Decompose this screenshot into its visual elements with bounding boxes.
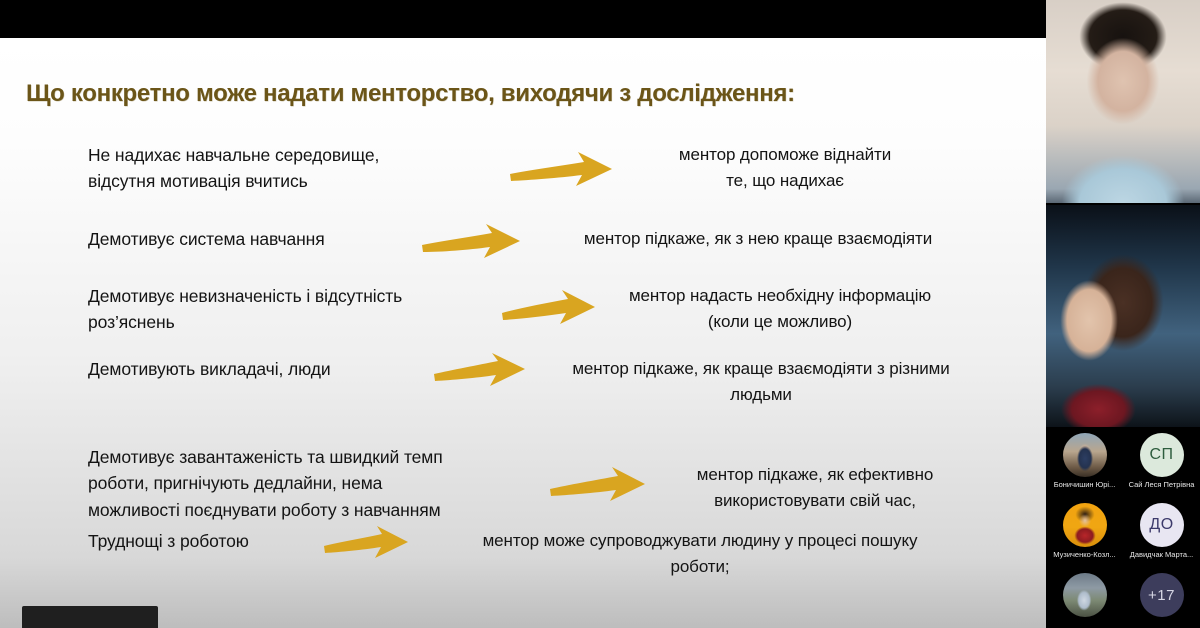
participant-tile[interactable]: Музиченко-Козл...: [1046, 499, 1123, 569]
row-left-line: Демотивують викладачі, люди: [88, 359, 331, 379]
row-right-line: ментор допоможе віднайти: [678, 145, 892, 164]
row-right-line: використовувати свій час,: [714, 491, 916, 511]
row-left-line: Труднощі з роботою: [88, 531, 249, 551]
video-tile-speaker-2[interactable]: [1046, 205, 1200, 427]
presentation-slide: Що конкретно може надати менторство, вих…: [0, 38, 1046, 628]
letterbox-top: [0, 0, 1046, 38]
participant-thumbnail-grid: Боничишин Юрі... СП Сай Леся Петрівна Му…: [1046, 429, 1200, 628]
row-right-line: (коли це можливо): [707, 312, 853, 332]
participant-name: Боничишин Юрі...: [1053, 480, 1116, 489]
row-left-text: Труднощі з роботою: [88, 528, 318, 554]
participant-name: Сай Леся Петрівна: [1128, 480, 1195, 489]
participants-rail: Боничишин Юрі... СП Сай Леся Петрівна Му…: [1046, 0, 1200, 628]
screen-share-stage[interactable]: Що конкретно може надати менторство, вих…: [0, 0, 1046, 628]
avatar-initials: СП: [1139, 433, 1184, 477]
row-left-line: роз’яснень: [88, 312, 175, 333]
row-right-text: ментор підкаже, як краще взаємодіяти з р…: [536, 356, 986, 409]
row-right-line: ментор підкаже, як краще взаємодіяти з р…: [572, 359, 950, 378]
row-right-line: ментор підкаже, як з нею краще взаємодія…: [583, 229, 933, 248]
row-right-text: ментор підкаже, як з нею краще взаємодія…: [528, 226, 988, 252]
row-right-text: ментор може супроводжувати людину у проц…: [420, 528, 980, 581]
participant-tile[interactable]: ДО Давидчак Марта...: [1123, 499, 1200, 569]
row-right-text: ментор допоможе віднайти те, що надихає: [620, 142, 950, 195]
arrow-right-icon: [432, 352, 528, 398]
row-left-text: Демотивує система навчання: [88, 226, 418, 252]
row-right-line: людьми: [730, 385, 792, 405]
avatar: [1062, 503, 1107, 547]
row-left-text: Демотивує невизначеність і відсутність р…: [88, 283, 498, 336]
row-right-text: ментор надасть необхідну інформацію (кол…: [580, 283, 980, 336]
row-left-line: можливості поєднувати роботу з навчанням: [88, 499, 441, 520]
avatar-initials: ДО: [1139, 503, 1184, 547]
row-left-line: Демотивує невизначеність і відсутність: [88, 286, 403, 306]
row-left-text: Демотивує завантаженість та швидкий темп…: [88, 444, 528, 523]
participant-tile[interactable]: [1046, 569, 1123, 628]
webcam-feed: [1046, 0, 1200, 203]
row-left-line: Демотивує система навчання: [88, 229, 325, 249]
participant-name: Давидчак Марта...: [1129, 550, 1194, 559]
row-right-line: ментор надасть необхідну інформацію: [628, 286, 932, 305]
row-right-line: ментор може супроводжувати людину у проц…: [482, 531, 918, 550]
avatar: [1062, 573, 1107, 617]
row-right-line: ментор підкаже, як ефективно: [696, 465, 934, 484]
overflow-count-badge: +17: [1139, 573, 1184, 617]
arrow-right-icon: [500, 289, 598, 335]
participant-overflow-tile[interactable]: +17: [1123, 569, 1200, 628]
row-left-line: відсутня мотивація вчитись: [88, 171, 308, 192]
participant-name: Музиченко-Козл...: [1053, 550, 1116, 559]
participant-tile[interactable]: СП Сай Леся Петрівна: [1123, 429, 1200, 499]
arrow-right-icon: [548, 466, 648, 512]
row-left-text: Демотивують викладачі, люди: [88, 356, 418, 382]
row-left-line: Не надихає навчальне середовище,: [88, 145, 380, 165]
row-left-line: Демотивує завантаженість та швидкий темп: [88, 447, 443, 467]
row-left-line: роботи, пригнічують дедлайни, нема: [88, 473, 383, 494]
arrow-right-icon: [420, 223, 524, 269]
row-right-line: те, що надихає: [726, 171, 844, 191]
avatar: [1062, 433, 1107, 477]
participant-tile[interactable]: Боничишин Юрі...: [1046, 429, 1123, 499]
row-right-text: ментор підкаже, як ефективно використову…: [650, 462, 980, 515]
arrow-right-icon: [322, 525, 410, 569]
webcam-feed: [1046, 205, 1200, 427]
video-tile-speaker-1[interactable]: [1046, 0, 1200, 203]
tile-divider: [1046, 203, 1200, 205]
slide-bottom-bar: [22, 606, 158, 628]
row-left-text: Не надихає навчальне середовище, відсутн…: [88, 142, 508, 195]
page-title: Що конкретно може надати менторство, вих…: [26, 80, 795, 107]
arrow-right-icon: [508, 150, 616, 196]
row-right-line: роботи;: [670, 557, 730, 577]
